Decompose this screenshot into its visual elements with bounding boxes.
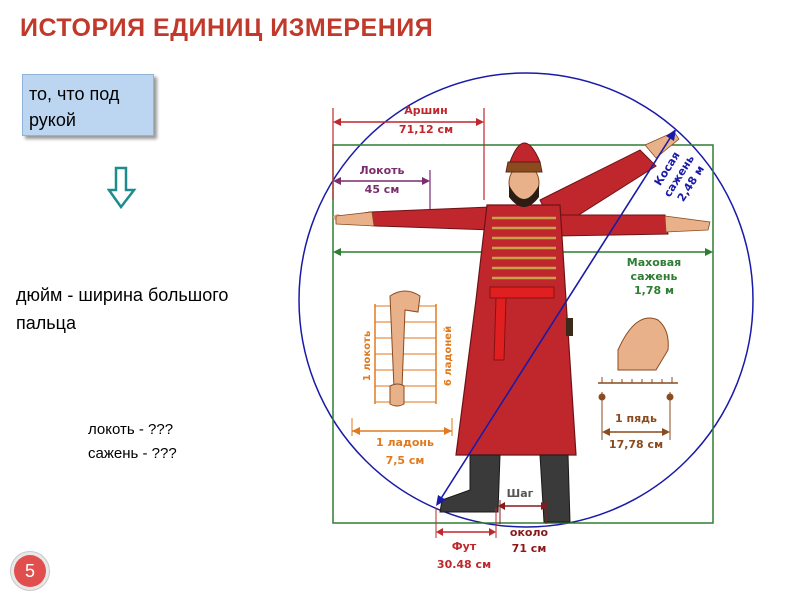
page-number-badge: 5: [10, 551, 50, 591]
callout-text: то, что под рукой: [29, 84, 120, 130]
shag-measure: Шаг около 71 см: [498, 487, 549, 555]
inch-note-line1: дюйм - ширина большого: [16, 285, 229, 305]
inch-note: дюйм - ширина большого пальца: [16, 281, 228, 337]
makhovaya-measure: Маховая сажень 1,78 м: [333, 248, 713, 299]
okolo-value: 71 см: [512, 542, 547, 555]
six-ladoney-label: 6 ладоней: [443, 326, 454, 386]
okolo-label: около: [510, 526, 549, 539]
arshin-value: 71,12 см: [399, 123, 453, 136]
ladon-value: 7,5 см: [386, 454, 425, 467]
shag-label: Шаг: [507, 487, 534, 500]
vitruvian-circle: [298, 72, 754, 528]
page-number: 5: [14, 555, 46, 587]
pyad-value: 17,78 см: [609, 438, 663, 451]
one-lokot-label: 1 локоть: [362, 331, 373, 381]
figure-man: [333, 131, 711, 523]
page-title: ИСТОРИЯ ЕДИНИЦ ИЗМЕРЕНИЯ: [20, 14, 434, 42]
lokot-measure: Локоть 45 см: [333, 164, 431, 222]
fut-value: 30.48 см: [437, 558, 491, 571]
question-elbow: локоть - ???: [88, 421, 174, 438]
makhovaya-label1: Маховая: [627, 256, 681, 269]
fut-measure: Фут 30.48 см: [435, 508, 497, 571]
arshin-label: Аршин: [404, 104, 447, 117]
fut-label: Фут: [452, 540, 477, 553]
makhovaya-label2: сажень: [631, 270, 678, 283]
pyad-inset: 1 пядь 17,78 см: [598, 317, 678, 451]
question-sazhen: сажень - ???: [88, 445, 177, 462]
makhovaya-value: 1,78 м: [634, 284, 674, 297]
arshin-measure: Аршин 71,12 см: [332, 104, 485, 200]
lokot-value: 45 см: [365, 183, 400, 196]
one-ladon-label: 1 ладонь: [376, 436, 434, 449]
callout-box: то, что под рукой: [22, 74, 154, 136]
down-arrow-icon: [107, 166, 137, 210]
lokot-label: Локоть: [359, 164, 404, 177]
forearm-inset: 1 локоть 6 ладоней 1 ладонь 7,5 см: [351, 290, 454, 467]
pyad-label: 1 пядь: [615, 412, 657, 425]
inch-note-line2: пальца: [16, 313, 76, 333]
